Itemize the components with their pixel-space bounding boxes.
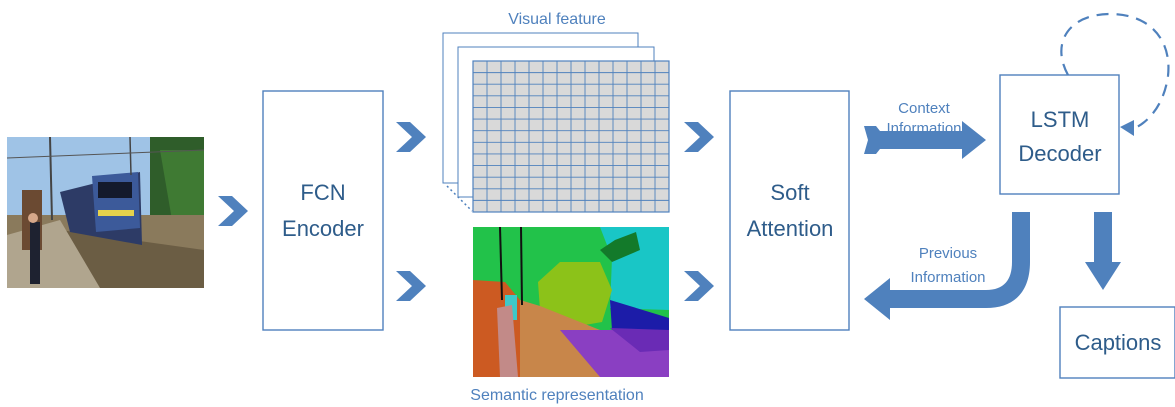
chevron-input-encoder — [218, 196, 248, 226]
lstm-decoder-block: LSTM Decoder — [999, 74, 1120, 195]
context-label-line1: Context — [898, 100, 951, 117]
chevron-visual-attention — [684, 122, 714, 152]
visual-feature-stack — [442, 32, 670, 213]
attention-label-line2: Attention — [747, 216, 834, 241]
chevron-semantic-attention — [684, 271, 714, 301]
captions-arrow — [1085, 212, 1121, 290]
encoder-label-line1: FCN — [300, 180, 345, 205]
captions-block: Captions — [1059, 306, 1175, 379]
previous-information-arrow — [864, 212, 1030, 320]
previous-label-line2: Information — [910, 269, 985, 286]
fcn-encoder-block: FCN Encoder — [262, 90, 384, 331]
encoder-label-line2: Encoder — [282, 216, 364, 241]
recurrent-loop-arrow — [1060, 12, 1170, 136]
semantic-map — [473, 226, 669, 377]
chevron-encoder-semantic — [396, 271, 426, 301]
context-information-arrow — [864, 121, 986, 159]
semantic-representation-label: Semantic representation — [470, 387, 643, 404]
input-image — [6, 136, 205, 288]
chevron-encoder-visual — [396, 122, 426, 152]
decoder-label-line2: Decoder — [1018, 141, 1101, 166]
visual-feature-label: Visual feature — [508, 11, 606, 28]
soft-attention-block: Soft Attention — [729, 90, 850, 331]
captions-label: Captions — [1075, 330, 1162, 355]
visual-feature-grid — [472, 60, 670, 213]
decoder-label-line1: LSTM — [1031, 107, 1090, 132]
attention-label-line1: Soft — [770, 180, 809, 205]
previous-label-line1: Previous — [919, 245, 977, 262]
